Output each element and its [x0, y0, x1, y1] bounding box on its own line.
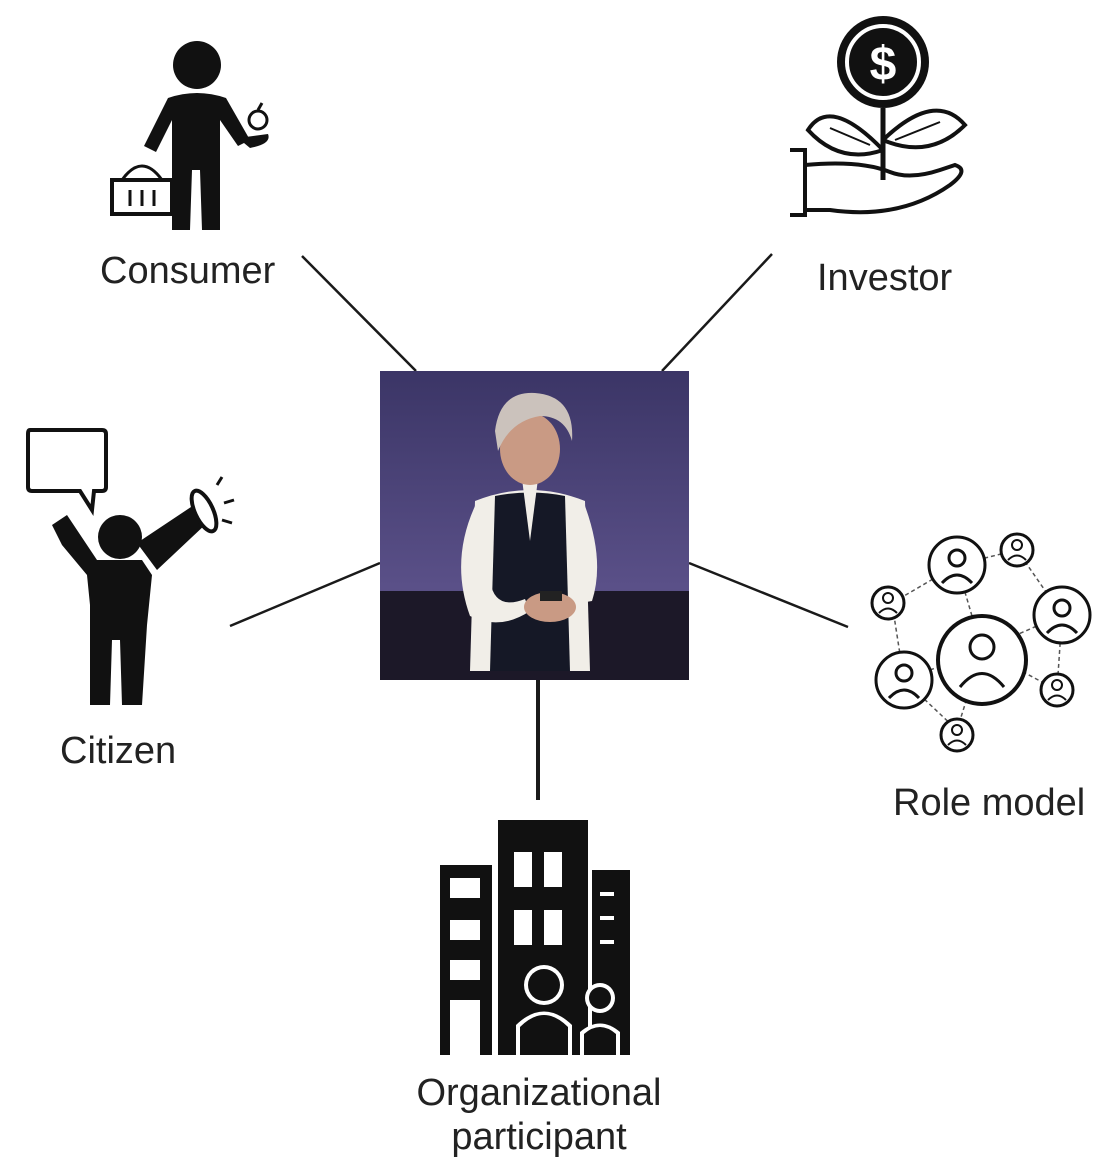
role-model-icon	[870, 532, 1092, 753]
citizen-icon	[26, 428, 235, 705]
connector-role-model	[688, 561, 849, 629]
connector-investor	[661, 253, 773, 372]
investor-label: Investor	[817, 257, 953, 299]
consumer-label: Consumer	[100, 250, 276, 292]
organizational-label-line1: Organizational	[416, 1072, 662, 1114]
connector-consumer	[301, 255, 417, 372]
center-photo	[380, 371, 689, 680]
investor-icon: $	[790, 16, 968, 217]
organizational-label-line2: participant	[451, 1115, 627, 1158]
connector-citizen	[229, 561, 381, 628]
role-model-label: Role model	[893, 782, 1086, 824]
citizen-label: Citizen	[60, 730, 177, 772]
consumer-icon	[110, 41, 269, 230]
organizational-icon	[440, 820, 630, 1055]
organizational-label: Organizational participant	[410, 1072, 668, 1159]
person-on-stage-photo	[380, 371, 689, 680]
svg-text:$: $	[870, 38, 897, 91]
